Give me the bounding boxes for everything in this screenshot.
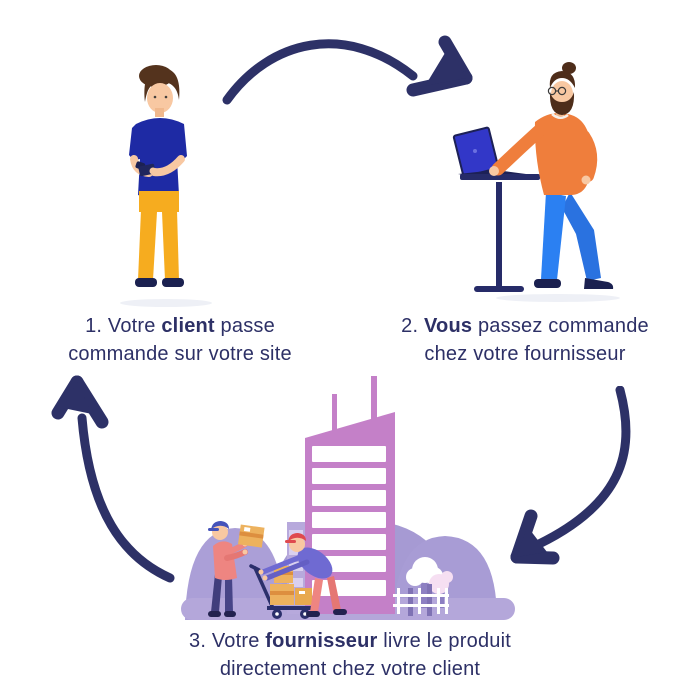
man-bun-hair bbox=[562, 62, 576, 74]
step-2-caption: 2. Vous passez commande chez votre fourn… bbox=[400, 312, 650, 368]
supplier-to-client-arrow-icon bbox=[51, 375, 175, 583]
step-3-text-end: livre le produit directement chez votre … bbox=[219, 630, 511, 680]
step-2-text-end: passez commande chez votre fournisseur bbox=[424, 315, 649, 365]
step-1-text-end: passe commande sur votre site bbox=[68, 315, 292, 365]
fence-icon bbox=[393, 584, 449, 616]
worker-loader bbox=[208, 521, 265, 617]
step-1-text: 1. Votre bbox=[85, 315, 162, 337]
standing-desk bbox=[460, 174, 540, 180]
step-2-keyword: Vous bbox=[424, 315, 473, 337]
client-figure bbox=[120, 65, 212, 307]
client-to-merchant-arrow-icon bbox=[222, 35, 473, 105]
carried-box-icon bbox=[238, 524, 265, 548]
merchant-figure bbox=[452, 62, 620, 302]
step-2-text: 2. bbox=[401, 315, 424, 337]
step-3-text: 3. Votre bbox=[189, 630, 266, 652]
step-3-caption: 3. Votre fournisseur livre le produit di… bbox=[165, 627, 535, 683]
glasses-icon bbox=[547, 86, 567, 96]
trees-icon bbox=[406, 557, 453, 608]
step-3-keyword: fournisseur bbox=[265, 630, 378, 652]
supplier-figure bbox=[181, 376, 515, 620]
worker-pusher bbox=[258, 533, 347, 617]
step-1-keyword: client bbox=[161, 315, 215, 337]
step-1-caption: 1. Votre client passe commande sur votre… bbox=[55, 312, 305, 368]
merchant-to-supplier-arrow-icon bbox=[510, 386, 631, 565]
warehouse-building bbox=[305, 376, 395, 614]
